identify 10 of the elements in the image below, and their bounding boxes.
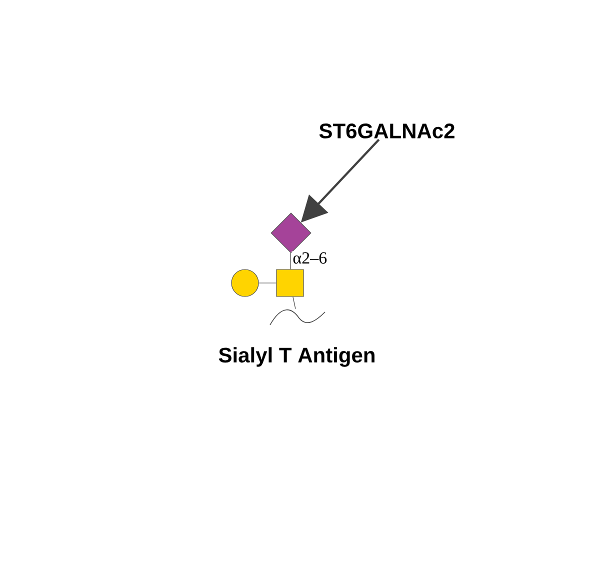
diamond-symbol	[270, 212, 312, 254]
wavy-line	[270, 309, 326, 326]
caption: Sialyl T Antigen	[218, 347, 374, 367]
gene-label: ST6GALNAc2	[319, 124, 454, 138]
circle-symbol	[231, 269, 259, 297]
connector-line	[292, 296, 296, 310]
connector-line	[290, 252, 291, 270]
linkage-label: α2–6	[292, 251, 328, 265]
square-symbol	[276, 269, 304, 297]
connector-line	[258, 282, 276, 284]
